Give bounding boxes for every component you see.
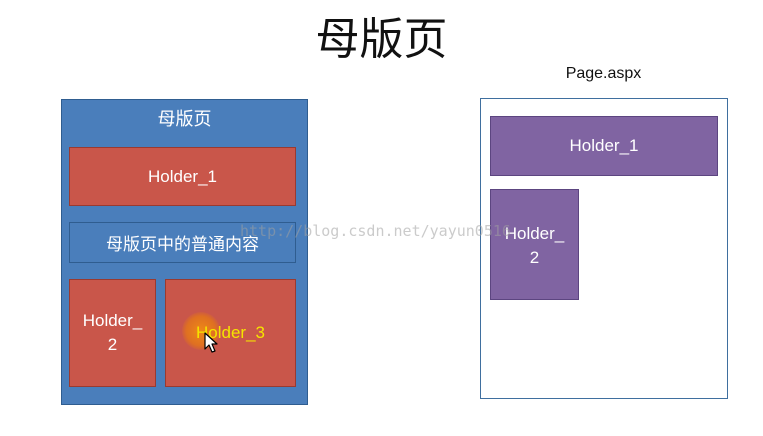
mouse-pointer-icon xyxy=(204,332,218,353)
master-common-content: 母版页中的普通内容 xyxy=(69,222,296,263)
content-holder-1: Holder_1 xyxy=(490,116,718,176)
content-page-box: Holder_1 Holder_ 2 xyxy=(480,98,728,399)
master-page-box: 母版页 Holder_1 母版页中的普通内容 Holder_ 2 Holder_… xyxy=(61,99,308,405)
master-page-title: 母版页 xyxy=(157,109,212,130)
master-holder-1: Holder_1 xyxy=(69,147,296,206)
master-holder-2-line2: 2 xyxy=(107,335,118,354)
content-holder-2: Holder_ 2 xyxy=(490,189,579,300)
diagram-title: 母版页 xyxy=(315,14,448,65)
master-holder-2-line1: Holder_ xyxy=(82,311,143,330)
master-holder-2: Holder_ 2 xyxy=(69,279,156,387)
content-page-label: Page.aspx xyxy=(565,65,642,82)
watermark-text: http://blog.csdn.net/yayun0516 xyxy=(240,222,511,240)
master-holder-3-label: Holder_3 xyxy=(196,323,265,342)
content-holder-2-line1: Holder_ xyxy=(504,224,565,243)
content-holder-2-line2: 2 xyxy=(529,248,540,267)
